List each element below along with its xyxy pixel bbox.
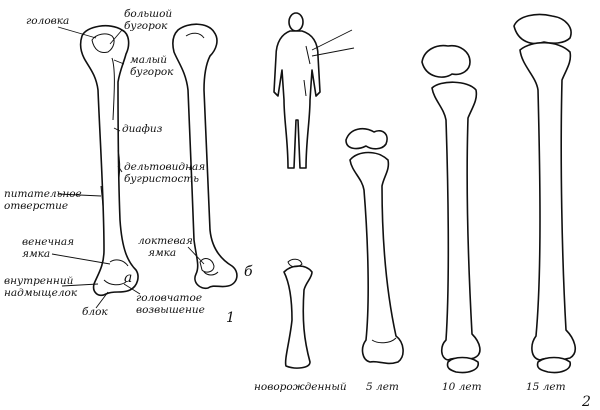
label-diaphysis: диафиз <box>122 123 163 135</box>
humerus-15-years <box>513 13 577 374</box>
label-greater-tubercle-line1: большой <box>124 8 172 20</box>
figure-number-2: 2 <box>581 394 591 410</box>
label-olecranon-fossa-line2: ямка <box>148 247 176 259</box>
label-age-newborn: новорожденный <box>254 381 347 393</box>
humerus-10-years <box>421 44 481 374</box>
label-head: головка <box>26 15 69 27</box>
label-view-b: б <box>244 264 253 280</box>
label-olecranon-fossa-line1: локтевая <box>138 235 193 247</box>
humerus-5-years <box>345 127 404 365</box>
label-greater-tubercle-line2: бугорок <box>124 20 168 32</box>
label-coronoid-fossa-line1: венечная <box>22 236 74 248</box>
label-age-5-years: 5 лет <box>366 381 399 393</box>
humerus-newborn <box>283 258 313 369</box>
label-nutrient-foramen-line1: питательное <box>4 188 82 200</box>
figure-number-1: 1 <box>226 310 235 326</box>
label-nutrient-foramen-line2: отверстие <box>4 200 68 212</box>
label-deltoid-tuberosity-line1: дельтовидная <box>124 161 205 173</box>
label-age-15-years: 15 лет <box>526 381 566 393</box>
label-view-a: а <box>124 270 132 286</box>
human-silhouette <box>273 12 355 169</box>
humerus-anterior-view <box>79 24 139 297</box>
label-lesser-tubercle-line1: малый <box>130 54 167 66</box>
label-coronoid-fossa-line2: ямка <box>22 248 50 260</box>
label-capitulum-line2: возвышение <box>136 304 205 316</box>
humerus-posterior-view <box>172 23 238 290</box>
label-age-10-years: 10 лет <box>442 381 482 393</box>
leader-lines <box>51 26 205 309</box>
label-deltoid-tuberosity-line2: бугристость <box>124 173 199 185</box>
label-trochlea: блок <box>82 306 108 318</box>
label-capitulum-line1: головчатое <box>136 292 202 304</box>
label-medial-epicondyle-line1: внутренний <box>4 275 74 287</box>
label-lesser-tubercle-line2: бугорок <box>130 66 174 78</box>
label-medial-epicondyle-line2: надмыщелок <box>4 287 78 299</box>
